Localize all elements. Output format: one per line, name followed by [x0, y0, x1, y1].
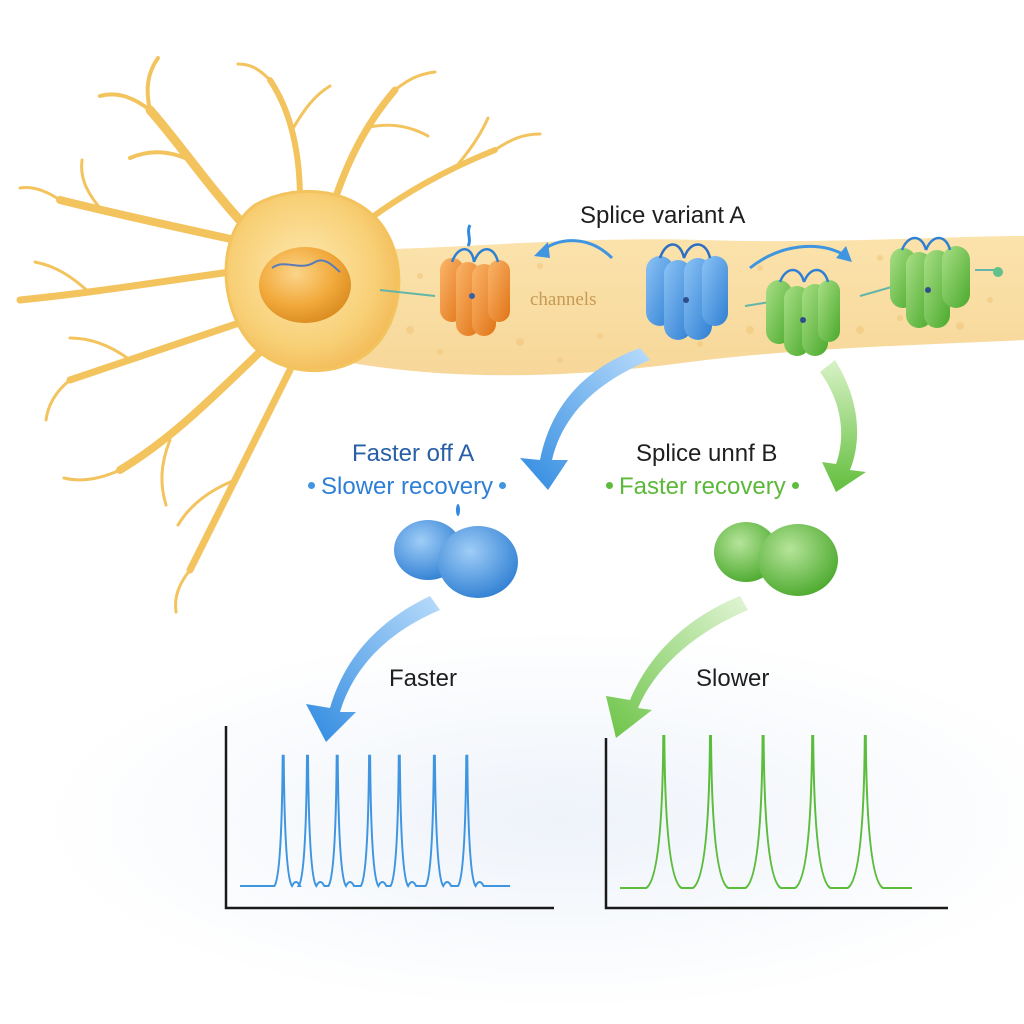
trace-spike-train-fast — [240, 754, 510, 888]
label-channels: channels — [530, 289, 597, 310]
nucleus — [259, 247, 351, 323]
arrow-to-orange-head — [534, 242, 550, 258]
arrow-green-down — [820, 360, 866, 492]
label-splice-variant-a: Splice variant A — [580, 202, 746, 229]
label-right-title: Splice unnf B — [636, 440, 778, 467]
label-left-sub: Slower recovery — [302, 475, 512, 499]
bullet-dot — [791, 482, 799, 490]
arrow-to-green — [749, 244, 847, 270]
arrow-green-to-chart — [606, 596, 748, 738]
chart-slow-axes — [604, 738, 948, 910]
bullet-dot — [308, 482, 315, 490]
channel-green-right — [890, 236, 1003, 328]
bullet-dot — [606, 482, 613, 490]
label-right-sub-text: Faster recovery — [619, 473, 786, 500]
arrow-blue-to-chart — [306, 596, 440, 742]
label-right-rate: Slower — [696, 665, 770, 692]
chart-fast-axes — [224, 726, 554, 910]
channel-blue — [646, 243, 728, 340]
blob-green — [714, 522, 838, 596]
label-right-sub: Faster recovery — [600, 475, 805, 499]
blob-blue — [394, 504, 518, 598]
label-left-rate: Faster — [389, 665, 458, 692]
dendrites — [16, 56, 542, 614]
arrow-to-green-head — [836, 246, 852, 262]
label-left-sub-text: Slower recovery — [321, 473, 494, 500]
background-shading — [40, 630, 1024, 1010]
channel-orange — [440, 224, 510, 336]
nucleus-dna — [271, 259, 341, 273]
label-left-title: Faster off A — [352, 440, 475, 467]
trace-spike-train-slow — [620, 735, 912, 889]
bullet-dot — [499, 482, 507, 490]
arrow-blue-down — [520, 348, 650, 490]
channel-green-mid — [766, 268, 840, 356]
